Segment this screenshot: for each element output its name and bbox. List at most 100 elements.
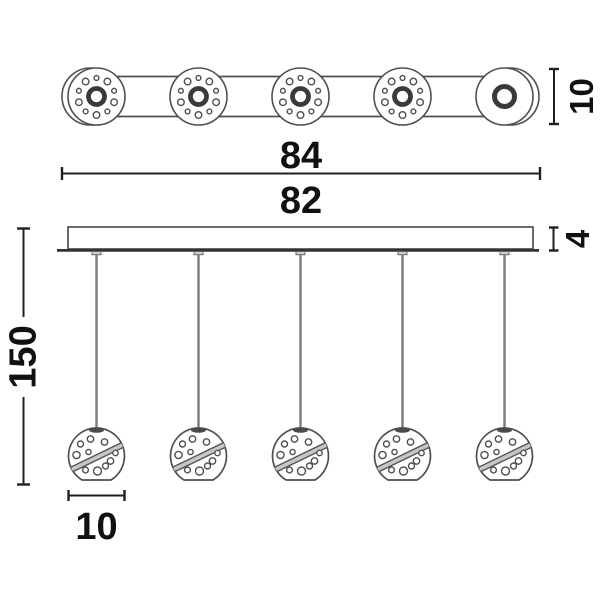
bubble-dot (106, 457, 115, 465)
bubble-dot (290, 435, 299, 443)
cable-fitting (397, 251, 408, 256)
perforation-dot (314, 98, 323, 107)
bubble-dot (85, 448, 92, 456)
sphere-top-cap (89, 428, 104, 433)
band-edge (68, 439, 125, 470)
bubble-dot (174, 450, 183, 460)
bubble-dot (489, 466, 498, 474)
bubble-dot (520, 449, 527, 457)
pendant-sphere (475, 427, 534, 481)
center-socket-ring (188, 86, 209, 107)
band-fill (68, 440, 125, 475)
perforation-dot (110, 87, 118, 94)
center-socket-ring (392, 86, 413, 107)
pendant-sphere (271, 427, 330, 481)
perforation-dot (82, 108, 89, 115)
bubble-dot (480, 450, 489, 460)
bubble-dot (493, 448, 500, 456)
perforation-dot (212, 98, 221, 107)
perforation-dot (388, 108, 395, 115)
bubble-dot (494, 435, 503, 443)
band-fill (272, 440, 329, 475)
perforation-dot (103, 77, 112, 86)
bubble-dot (112, 449, 119, 457)
perforation-dot (297, 74, 304, 82)
bubble-dot (316, 449, 323, 457)
perforation-dot (104, 108, 111, 115)
bubble-dot (310, 457, 319, 465)
bubble-dot (406, 438, 415, 446)
perforation-dot (92, 110, 101, 119)
perforation-dot (279, 87, 287, 94)
bubble-dot (304, 438, 313, 446)
perforation-dot (398, 110, 407, 119)
bubble-dot (285, 466, 294, 474)
bubble-dot (378, 450, 387, 460)
bubble-dot (81, 466, 90, 474)
perforation-dot (81, 77, 90, 86)
bubble-dot (86, 435, 95, 443)
side-view (57, 226, 539, 481)
bubble-dot (305, 462, 314, 470)
perforation-dot (195, 74, 202, 82)
bubble-dot (391, 448, 398, 456)
bubble-dot (72, 450, 81, 460)
band-edge (476, 439, 533, 470)
dimension-sphere-diameter: 10 (67, 490, 126, 548)
perforation-dot (93, 74, 100, 82)
perforation-dot (206, 108, 213, 115)
bubble-dot (276, 450, 285, 460)
band-edge (374, 439, 431, 470)
perforation-dot (409, 77, 418, 86)
dim-label-sphere-diameter: 10 (75, 506, 117, 548)
perforation-dot (74, 98, 83, 107)
led-disc (169, 67, 228, 126)
suspension-cables (91, 251, 510, 430)
perforation-dot (177, 87, 185, 94)
center-socket-ring (492, 84, 517, 109)
bubble-dot (387, 466, 396, 474)
bubble-dot (202, 438, 211, 446)
sphere-band (170, 428, 227, 476)
bubble-dot (178, 440, 187, 448)
led-disc (271, 67, 330, 126)
dim-label-canopy-thickness: 4 (559, 229, 596, 248)
bubble-dot (514, 457, 523, 465)
sphere-top-cap (191, 428, 206, 433)
bubble-dot (484, 440, 493, 448)
pendant-sphere (373, 427, 432, 481)
sphere-top-cap (395, 427, 410, 433)
sphere-top-cap (293, 427, 308, 433)
bubble-dot (101, 462, 110, 470)
bubble-dot (214, 449, 221, 457)
center-socket-ring (86, 86, 107, 107)
perforation-dot (416, 98, 425, 107)
canopy (67, 226, 534, 250)
bubble-dot (418, 449, 425, 457)
perforation-dot (296, 110, 305, 119)
bubble-dot (203, 462, 212, 470)
perforation-dot (75, 87, 83, 94)
perforation-dot (205, 77, 214, 86)
band-edge (272, 439, 329, 470)
bubble-dot (407, 462, 416, 470)
perforation-dot (176, 98, 185, 107)
bubble-dot (412, 457, 421, 465)
perforation-dot (286, 108, 293, 115)
pendant-sphere (169, 427, 228, 481)
dim-label-total-length: 84 (280, 135, 322, 177)
perforation-dot (194, 110, 203, 119)
bubble-dot (92, 466, 103, 476)
bubble-dot (188, 435, 197, 443)
bubble-dot (508, 438, 517, 446)
perforation-dot (410, 108, 417, 115)
cable-fitting (295, 251, 306, 256)
bubble-dot (296, 466, 307, 476)
cable-fitting (193, 251, 204, 256)
perforation-dot (212, 87, 220, 94)
bubble-dot (76, 440, 85, 448)
perforation-dot (285, 77, 294, 86)
perforation-dot (184, 108, 191, 115)
